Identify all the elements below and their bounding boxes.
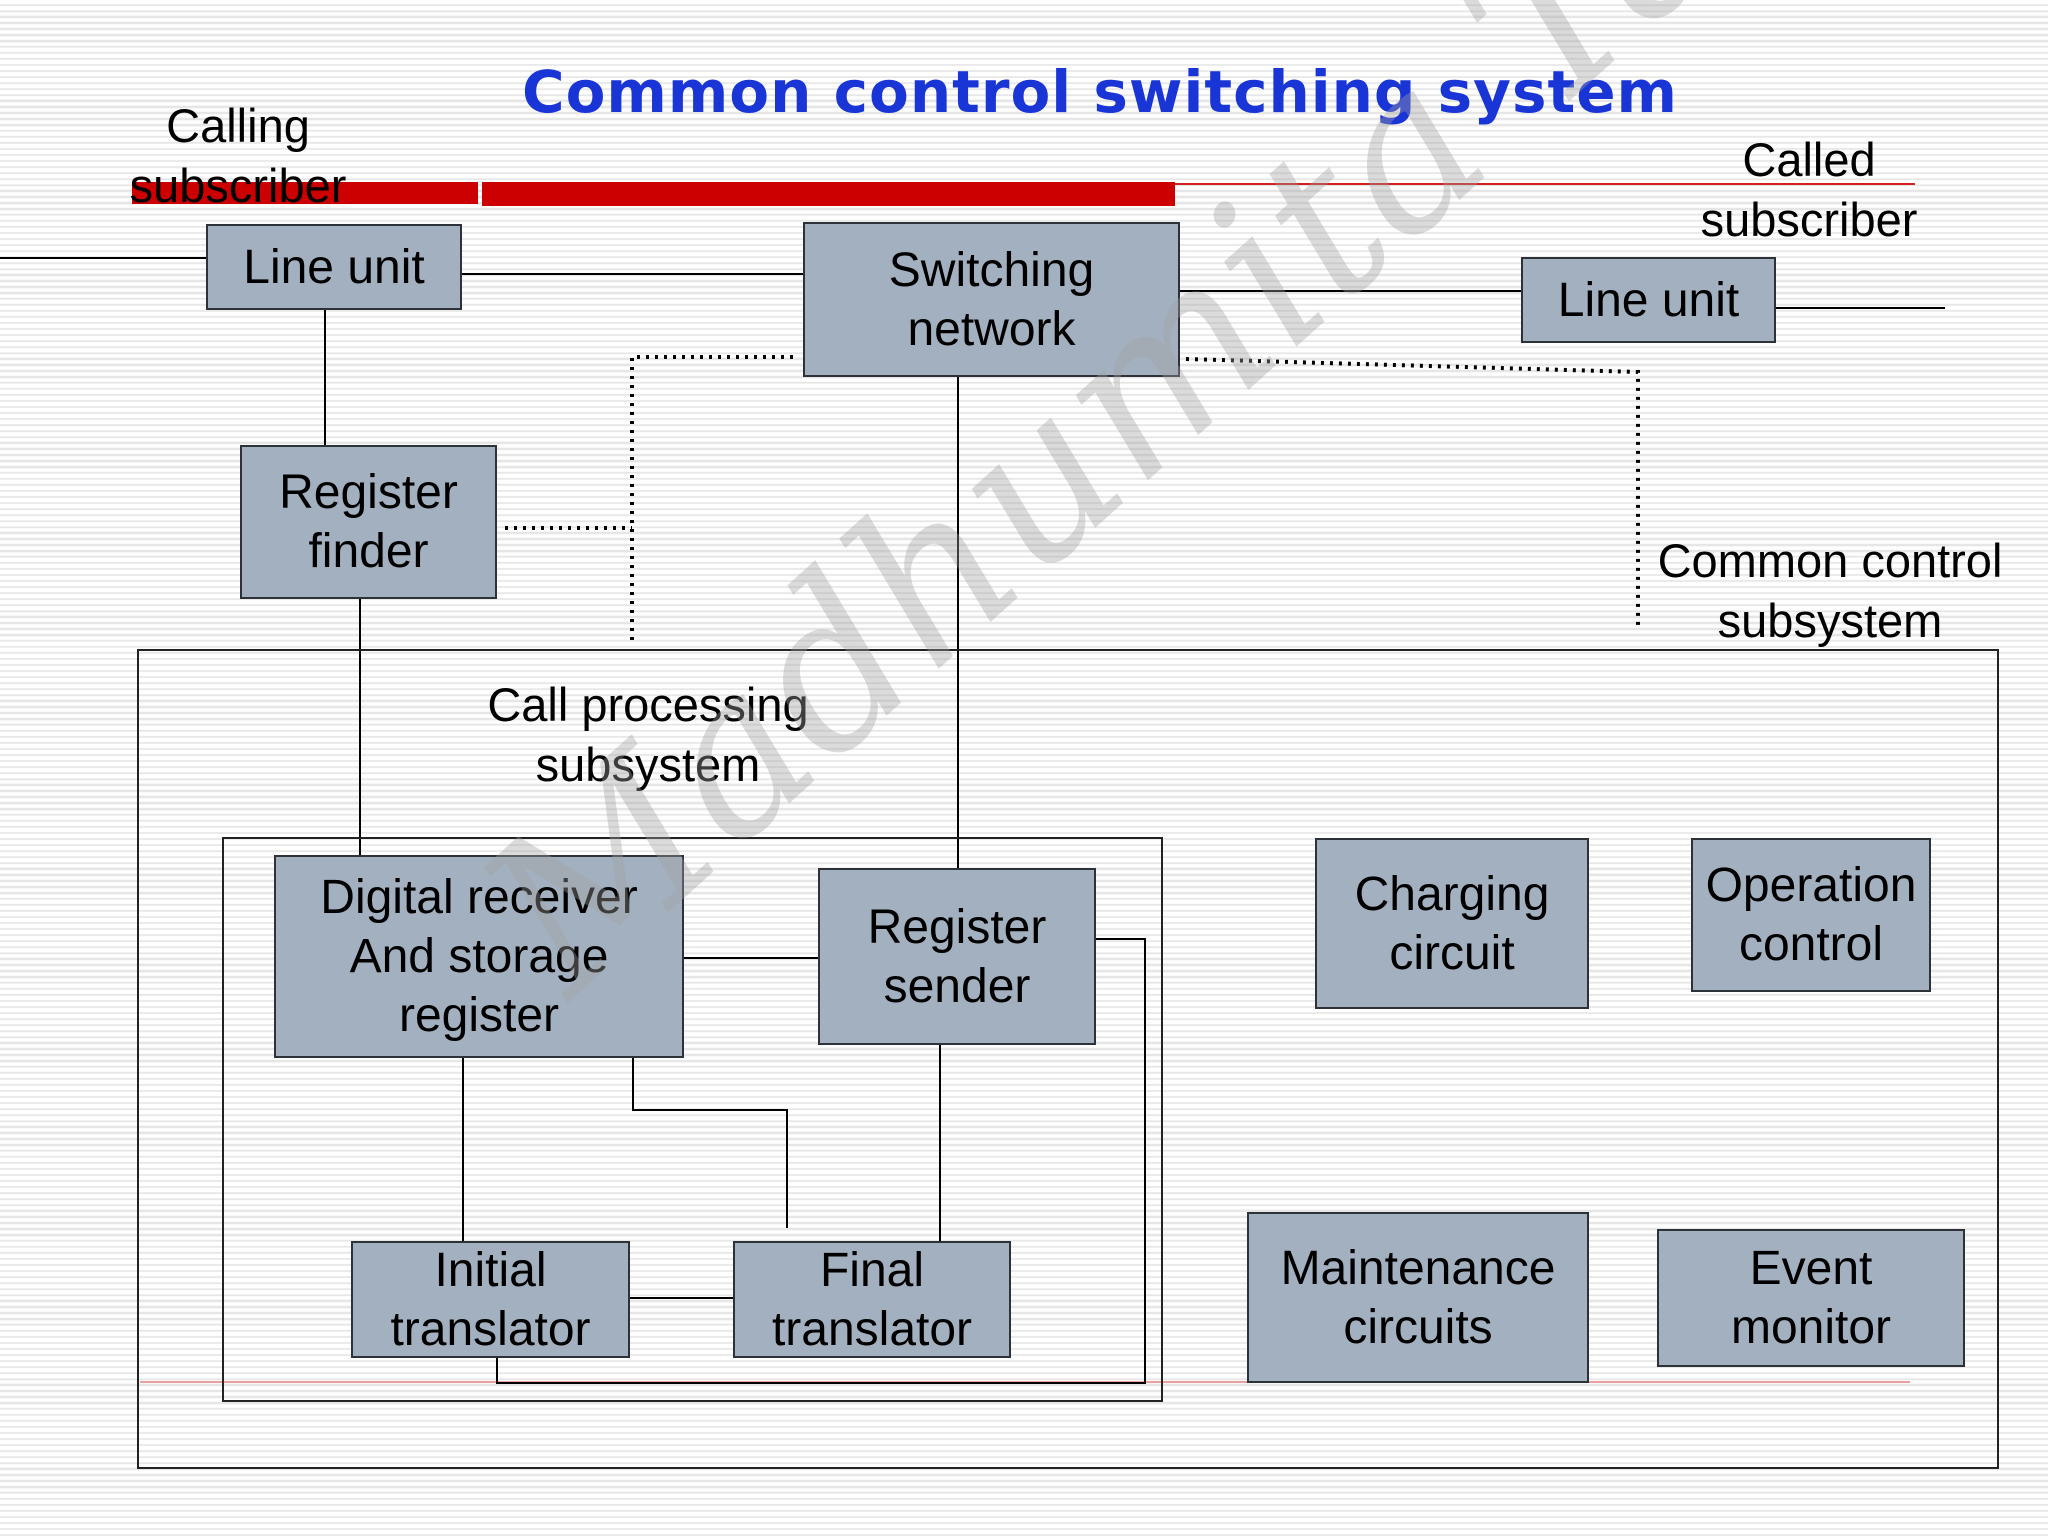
call-processing-subsystem-label: Call processing subsystem xyxy=(487,678,809,791)
line-unit-right-box: Line unit xyxy=(1521,257,1776,343)
calling-subscriber-label: Calling subscriber xyxy=(129,99,347,212)
event-monitor-box: Event monitor xyxy=(1657,1229,1965,1367)
register-sender-box: Register sender xyxy=(818,868,1096,1045)
initial-translator-box: Initial translator xyxy=(351,1241,630,1358)
line-unit-left-box: Line unit xyxy=(206,224,462,310)
operation-control-box: Operation control xyxy=(1691,838,1931,992)
charging-circuit-box: Charging circuit xyxy=(1315,838,1589,1009)
accent-bar-center xyxy=(482,182,1175,206)
final-translator-box: Final translator xyxy=(733,1241,1011,1358)
maintenance-circuits-box: Maintenance circuits xyxy=(1247,1212,1589,1383)
digital-receiver-box: Digital receiver And storage register xyxy=(274,855,684,1058)
slide-title: Common control switching system xyxy=(522,58,1678,126)
accent-bar-left xyxy=(132,182,478,204)
common-control-subsystem-frame xyxy=(137,649,1999,1469)
called-subscriber-label: Called subscriber xyxy=(1700,133,1918,246)
switching-network-box: Switching network xyxy=(803,222,1180,377)
call-processing-subsystem-frame xyxy=(222,837,1163,1402)
common-control-subsystem-label: Common control subsystem xyxy=(1657,534,2003,647)
register-finder-box: Register finder xyxy=(240,445,497,599)
